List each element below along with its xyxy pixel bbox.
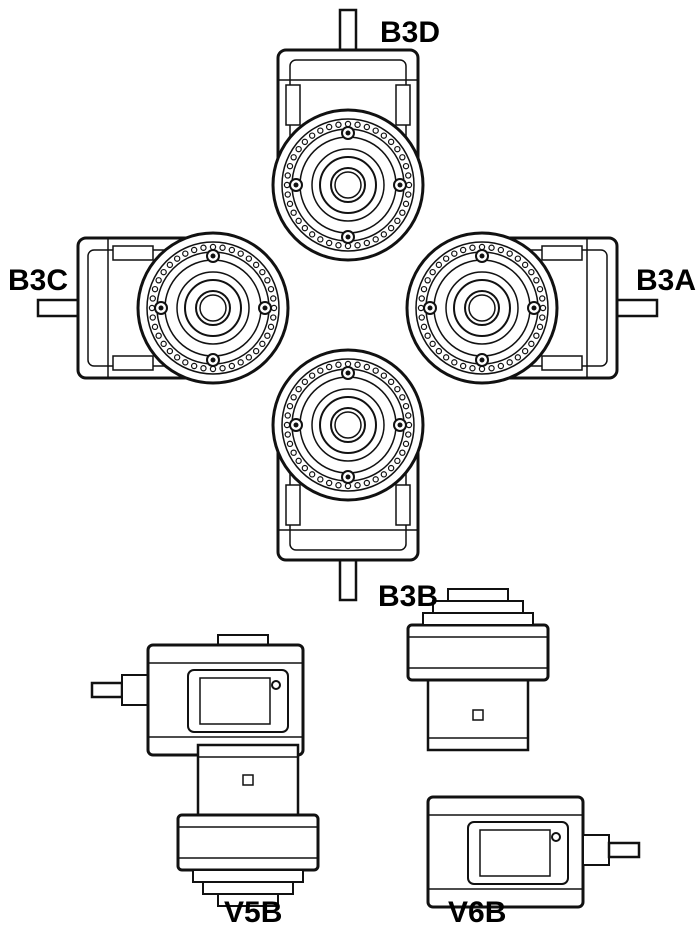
label-b3c: B3C <box>8 264 68 297</box>
unit-v6b <box>406 587 641 909</box>
label-v6b: V6B <box>448 896 506 929</box>
unit-b3a <box>407 233 657 383</box>
label-v5b: V5B <box>224 896 282 929</box>
label-b3b: B3B <box>378 580 438 613</box>
label-b3d: B3D <box>380 16 440 49</box>
unit-b3c <box>38 233 288 383</box>
unit-b3b <box>273 350 423 600</box>
label-b3a: B3A <box>636 264 696 297</box>
unit-v5b <box>90 634 320 908</box>
